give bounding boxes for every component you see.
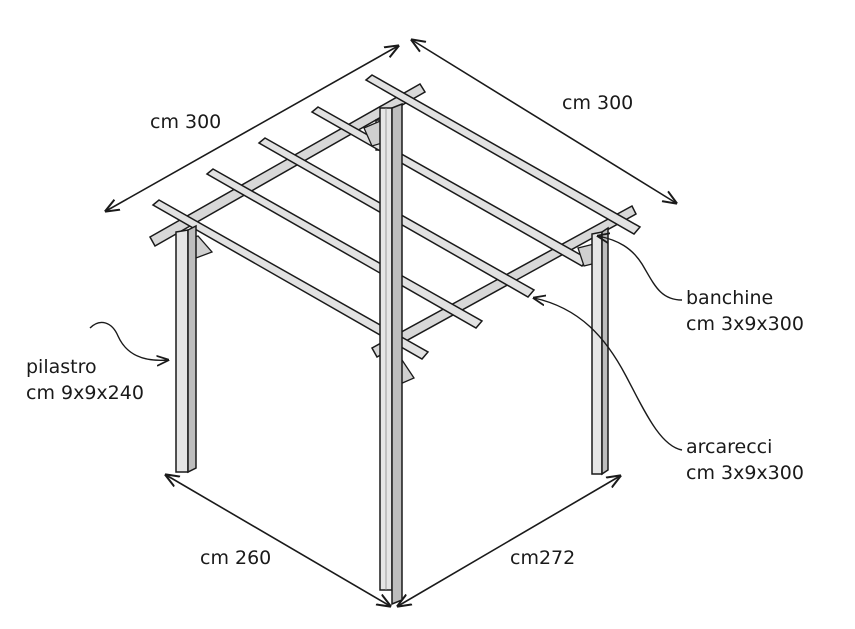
leader-arcarecci: [534, 298, 683, 451]
rafter-5: [151, 199, 430, 360]
label-pilastro: pilastro cm 9x9x240: [26, 354, 144, 406]
label-pilastro-name: pilastro: [26, 356, 97, 378]
dim-arrow-top-left: [106, 46, 398, 211]
post-front: [379, 102, 403, 606]
label-arcarecci-size: cm 3x9x300: [686, 462, 804, 484]
dimension-arrows: [106, 40, 676, 606]
leader-banchine: [598, 236, 683, 301]
dim-arrow-top-right: [412, 40, 676, 203]
post-right: [591, 226, 609, 476]
dim-arrow-bottom-right: [398, 476, 620, 606]
post-left: [175, 224, 197, 474]
beam-back-left: [148, 82, 427, 248]
label-banchine-name: banchine: [686, 287, 774, 309]
label-arcarecci-name: arcarecci: [686, 436, 773, 458]
dim-label-top-right: cm 300: [562, 92, 634, 114]
leader-lines: [89, 236, 683, 451]
dim-arrow-bottom-left: [166, 475, 390, 606]
rafter-1: [364, 74, 642, 235]
label-pilastro-size: cm 9x9x240: [26, 382, 144, 404]
label-banchine-size: cm 3x9x300: [686, 313, 804, 335]
label-banchine: banchine cm 3x9x300: [686, 285, 804, 337]
leader-pilastro: [89, 321, 168, 360]
label-arcarecci: arcarecci cm 3x9x300: [686, 434, 804, 486]
dim-label-top-left: cm 300: [150, 111, 222, 133]
dim-label-bottom-right: cm272: [510, 547, 576, 569]
dim-label-bottom-left: cm 260: [200, 547, 272, 569]
